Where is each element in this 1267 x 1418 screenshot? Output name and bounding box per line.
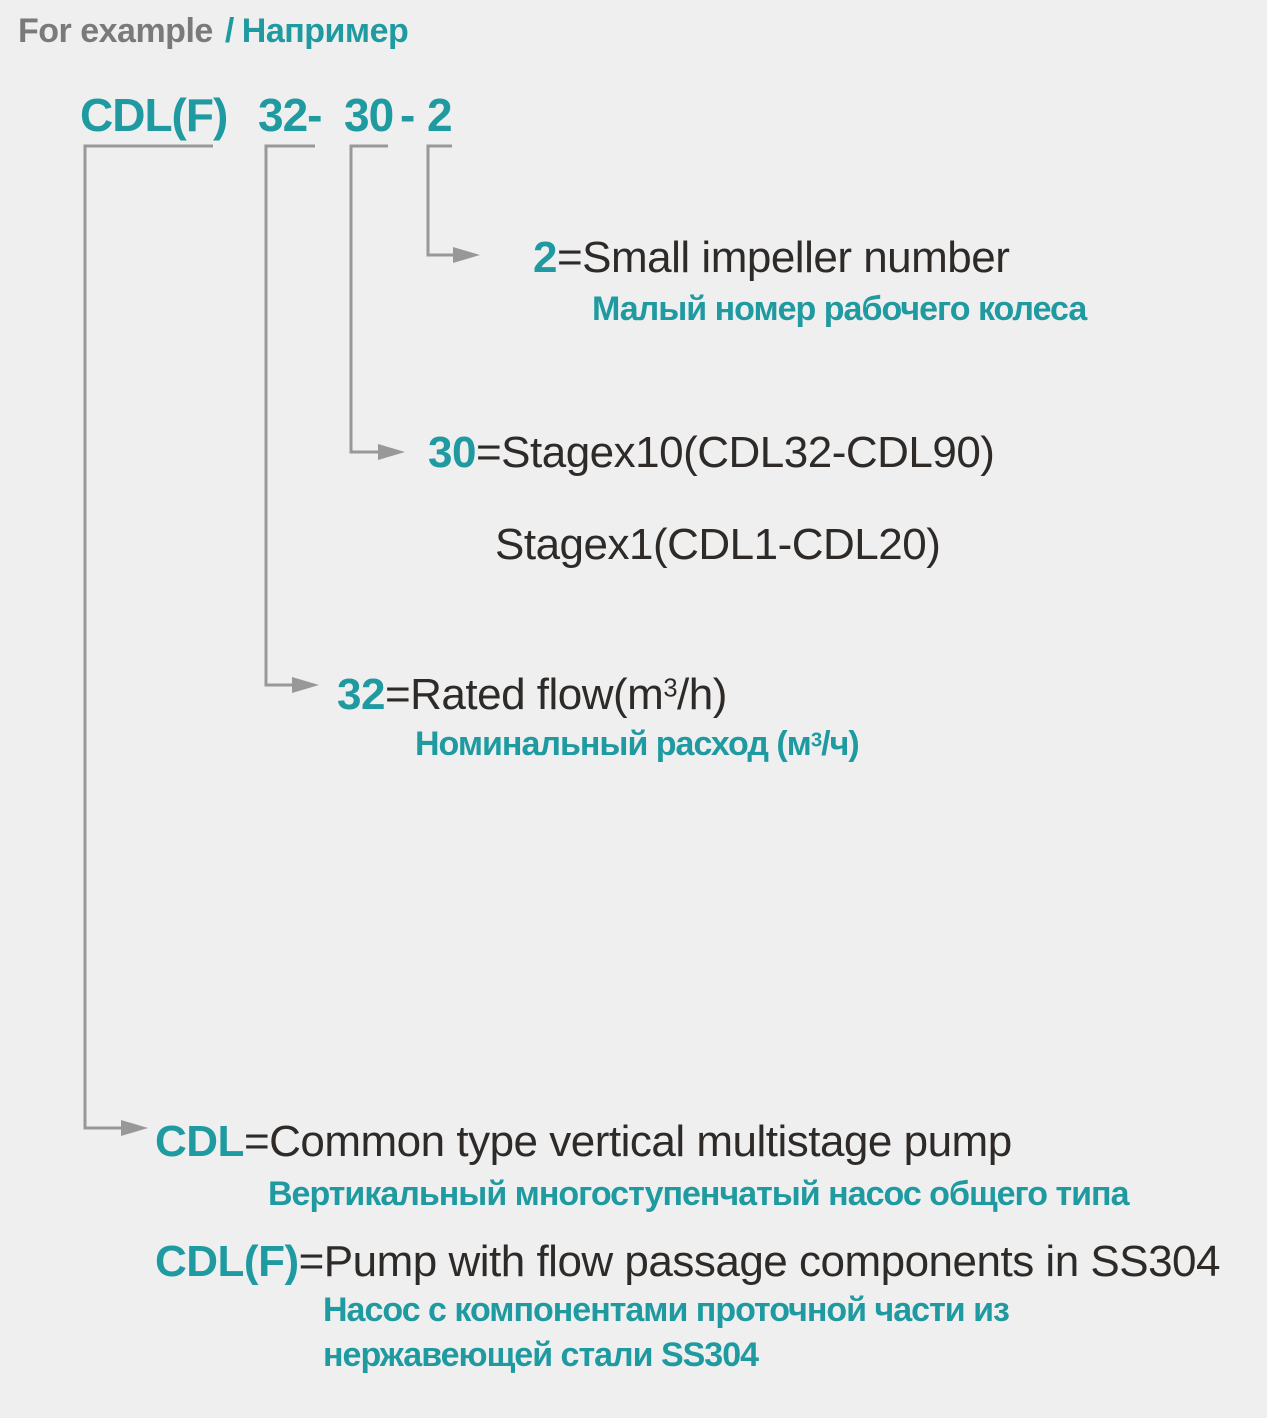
model-code-impeller: 2: [427, 89, 453, 141]
connector-impeller-line: [426, 144, 453, 257]
model-code-dash: -: [400, 89, 415, 141]
legend-flow-superscript: 3: [663, 674, 678, 703]
arrow-right-icon: [121, 1120, 148, 1136]
legend-impeller: 2=Small impeller number: [533, 233, 1010, 284]
connector-stage-line: [349, 144, 388, 454]
connector-flow-line: [264, 144, 315, 687]
legend-stage-text: =Stagex10(CDL32-CDL90): [475, 428, 995, 477]
page-title-en: For example: [18, 12, 213, 50]
legend-flow: 32=Rated flow(m3/h): [337, 670, 727, 721]
legend-flow-ru-post: /ч): [821, 725, 860, 763]
model-code-series: CDL(F): [80, 89, 228, 141]
legend-flow-text-pre: =Rated flow(m: [384, 670, 664, 719]
page-title-separator: /: [224, 12, 234, 50]
legend-cdlf-ru-line1: Насос с компонентами проточной части из: [323, 1291, 1010, 1329]
connector-series-line: [83, 144, 213, 1130]
model-code-flow: 32-: [258, 89, 322, 141]
legend-cdlf-code: CDL(F): [155, 1237, 299, 1286]
arrow-right-icon: [453, 247, 480, 263]
legend-flow-ru-pre: Номинальный расход (м: [415, 725, 812, 763]
legend-cdl-ru: Вертикальный многоступенчатый насос обще…: [268, 1175, 1129, 1213]
legend-stage-alt: Stagex1(CDL1-CDL20): [495, 520, 941, 569]
legend-impeller-text: =Small impeller number: [556, 233, 1010, 282]
model-code-stage: 30: [344, 89, 394, 141]
legend-cdlf: CDL(F)=Pump with flow passage components…: [155, 1237, 1221, 1288]
legend-flow-text-post: /h): [677, 670, 727, 719]
legend-cdlf-ru-line2: нержавеющей стали SS304: [323, 1336, 759, 1374]
arrow-right-icon: [378, 444, 405, 460]
legend-flow-ru: Номинальный расход (м3/ч): [415, 725, 860, 764]
legend-cdl: CDL=Common type vertical multistage pump: [155, 1117, 1012, 1168]
legend-cdlf-text: =Pump with flow passage components in SS…: [298, 1237, 1221, 1286]
legend-impeller-code: 2: [533, 233, 557, 282]
legend-stage-code: 30: [428, 428, 476, 477]
legend-impeller-ru: Малый номер рабочего колеса: [592, 290, 1087, 328]
arrow-right-icon: [292, 677, 319, 693]
legend-cdl-code: CDL: [155, 1117, 244, 1166]
legend-cdl-text: =Common type vertical multistage pump: [243, 1117, 1012, 1166]
legend-stage: 30=Stagex10(CDL32-CDL90): [428, 428, 995, 479]
page-title: For example /Например: [18, 12, 409, 51]
legend-flow-ru-superscript: 3: [810, 729, 822, 752]
page-title-ru: Например: [241, 12, 409, 50]
legend-flow-code: 32: [337, 670, 385, 719]
